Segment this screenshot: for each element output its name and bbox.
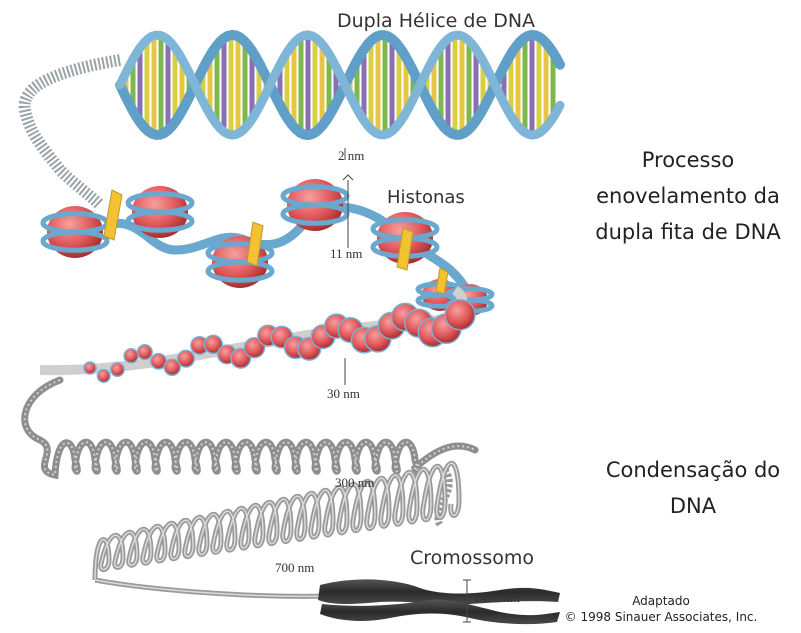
base-pair [320, 44, 325, 126]
label-histones: Histonas [387, 187, 465, 208]
dna-tail-coil [25, 60, 120, 205]
solenoid-nucleosome [124, 349, 138, 363]
base-pair [523, 37, 528, 132]
base-pair [166, 40, 171, 130]
nucleosome [283, 179, 347, 231]
dna-double-helix [25, 35, 560, 205]
caption-process-line1: Processo [575, 142, 801, 178]
base-pair [229, 35, 234, 135]
base-pair [299, 37, 304, 133]
caption-condensation: Condensação do DNA [585, 452, 801, 524]
base-pair [383, 35, 388, 134]
base-pair [453, 35, 458, 134]
linker-protein [104, 190, 122, 240]
solenoid-nucleosome [97, 370, 110, 383]
label-2nm: 2 nm [338, 148, 364, 163]
base-pair [145, 40, 150, 130]
credit-copyright: © 1998 Sinauer Associates, Inc. [525, 609, 797, 625]
label-700nm: 700 nm [275, 560, 314, 575]
label-30nm: 30 nm [327, 386, 360, 401]
label-double-helix: Dupla Hélice de DNA [337, 10, 535, 32]
base-pair [544, 43, 549, 127]
label-chromosome: Cromossomo [410, 547, 534, 569]
base-pair [376, 36, 381, 134]
solenoid-nucleosome [84, 362, 96, 374]
image-credit: Adaptado © 1998 Sinauer Associates, Inc. [525, 593, 797, 625]
caption-condensation-line1: Condensação do [585, 452, 801, 488]
base-pair [460, 36, 465, 134]
credit-adapted: Adaptado [525, 593, 797, 609]
solenoid-nucleosome [138, 345, 153, 360]
caption-process-line3: dupla fita de DNA [575, 214, 801, 250]
base-pair [530, 35, 535, 135]
solenoid-nucleosome [445, 300, 475, 330]
solenoid-nucleosome [178, 350, 195, 367]
label-1400nm: 1400 nm [474, 590, 520, 605]
base-pair [313, 37, 318, 132]
base-pair [516, 44, 521, 126]
base-pair [215, 45, 220, 125]
base-pair [306, 35, 311, 135]
label-300nm: 300 nm [335, 475, 374, 490]
base-pair [446, 39, 451, 131]
solenoid-nucleosome [111, 363, 124, 376]
condensed-fiber-700nm [95, 463, 459, 596]
caption-condensation-line2: DNA [585, 488, 801, 524]
caption-process-line2: enovelamento da [575, 178, 801, 214]
chromosome-figure [318, 579, 560, 624]
base-pair [292, 43, 297, 127]
base-pair [159, 36, 164, 135]
base-pair [369, 41, 374, 130]
solenoid-fiber [40, 290, 475, 385]
base-pair [152, 36, 157, 135]
base-pair [390, 39, 395, 131]
base-pair [243, 42, 248, 129]
base-pair [236, 36, 241, 133]
base-pair [537, 37, 542, 133]
base-pair [467, 41, 472, 130]
caption-process: Processo enovelamento da dupla fita de D… [575, 142, 801, 250]
base-pair [222, 38, 227, 132]
looped-fiber-300nm [25, 380, 475, 525]
chromatin-loops [25, 380, 475, 475]
nucleosome [43, 206, 107, 258]
label-11nm: 11 nm [330, 246, 362, 261]
